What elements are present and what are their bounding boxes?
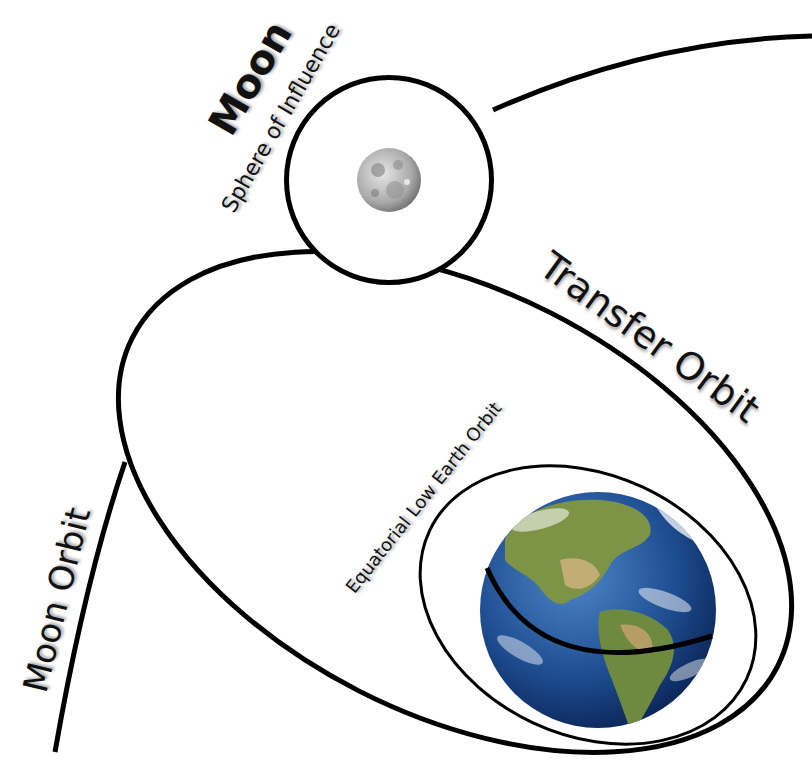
moon-picture [357,148,421,212]
continent [598,609,674,735]
influence-circle: MoonSphere of Influence [284,75,494,285]
continent [620,625,652,652]
orbit-label: Equatorial Low Earth Orbit [342,399,506,598]
cloud [509,504,572,537]
moon-orbit-line [493,36,812,110]
earth-picture [480,492,716,735]
cloud [636,583,694,617]
moon-crater [371,163,385,177]
moon-crater [371,189,379,197]
continent [560,558,600,589]
moon-crater [393,160,403,170]
moon-orbit-line [55,462,125,752]
orbit-label: Moon Orbit [16,504,98,696]
cloud [667,654,713,685]
moon-crater [386,181,404,199]
influence-disc [286,77,492,283]
cloud [493,630,546,670]
earth-disc [480,492,716,728]
body-name: Moon [199,13,300,143]
cloud [655,504,705,545]
leo-orbit [374,413,801,764]
continent [505,500,651,604]
orbit-label: Transfer Orbit [531,244,767,432]
equator-line [487,568,712,653]
influence-outline [287,78,492,283]
region-name: Sphere of Influence [217,19,346,217]
moon-disc [357,148,421,212]
node-outline [284,75,494,285]
moon-crater [404,179,410,185]
